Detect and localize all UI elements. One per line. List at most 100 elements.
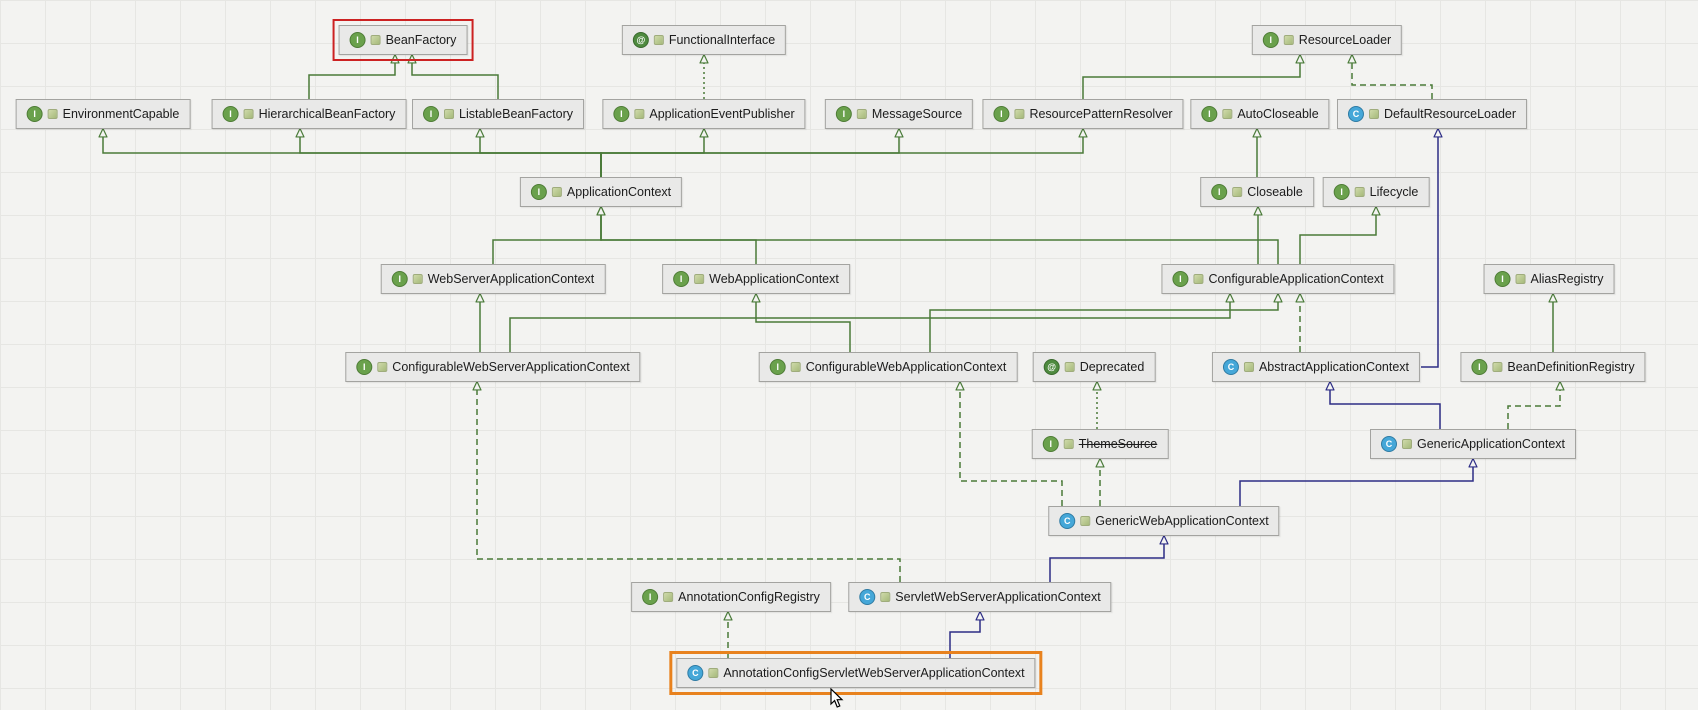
modifier-icon bbox=[370, 35, 381, 45]
edge-configurable-web-server-application-context--configurable-application-context bbox=[509, 294, 1230, 352]
modifier-icon bbox=[1064, 362, 1075, 372]
modifier-icon bbox=[444, 109, 455, 119]
annotation-icon: @ bbox=[632, 32, 649, 48]
class-icon: C bbox=[1222, 359, 1239, 375]
modifier-icon bbox=[1014, 109, 1025, 119]
interface-icon: I bbox=[423, 106, 440, 122]
modifier-icon bbox=[47, 109, 58, 119]
node-message-source[interactable]: I MessageSource bbox=[824, 99, 974, 129]
modifier-icon bbox=[856, 109, 867, 119]
node-bean-factory[interactable]: I BeanFactory bbox=[332, 19, 474, 61]
node-configurable-web-server-application-context[interactable]: I ConfigurableWebServerApplicationContext bbox=[345, 352, 641, 382]
interface-icon: I bbox=[642, 589, 659, 605]
modifier-icon bbox=[1243, 362, 1254, 372]
edge-configurable-web-application-context--web-application-context bbox=[756, 294, 851, 352]
node-closeable[interactable]: I Closeable bbox=[1200, 177, 1314, 207]
edge-configurable-application-context--lifecycle bbox=[1299, 207, 1376, 264]
modifier-icon bbox=[1080, 516, 1091, 526]
node-auto-closeable[interactable]: I AutoCloseable bbox=[1190, 99, 1330, 129]
edge-web-application-context--application-context bbox=[601, 207, 757, 264]
node-label: AnnotationConfigServletWebServerApplicat… bbox=[723, 666, 1025, 680]
interface-icon: I bbox=[222, 106, 239, 122]
interface-icon: I bbox=[1471, 359, 1488, 375]
node-deprecated[interactable]: @Deprecated bbox=[1032, 352, 1156, 382]
modifier-icon bbox=[1063, 439, 1074, 449]
modifier-icon bbox=[1193, 274, 1204, 284]
node-theme-source[interactable]: I ThemeSource bbox=[1031, 429, 1169, 459]
class-icon: C bbox=[859, 589, 876, 605]
modifier-icon bbox=[694, 274, 705, 284]
modifier-icon bbox=[1232, 187, 1243, 197]
interface-icon: I bbox=[1211, 184, 1228, 200]
modifier-icon bbox=[880, 592, 891, 602]
modifier-icon bbox=[1354, 187, 1365, 197]
node-label: Closeable bbox=[1247, 185, 1303, 199]
interface-icon: I bbox=[1201, 106, 1218, 122]
node-alias-registry[interactable]: I AliasRegistry bbox=[1483, 264, 1615, 294]
modifier-icon bbox=[1368, 109, 1379, 119]
modifier-icon bbox=[412, 274, 423, 284]
class-icon: C bbox=[1381, 436, 1397, 452]
node-label: EnvironmentCapable bbox=[62, 107, 180, 121]
node-label: ConfigurableApplicationContext bbox=[1208, 272, 1384, 286]
node-application-context[interactable]: I ApplicationContext bbox=[519, 177, 683, 207]
node-label: ThemeSource bbox=[1078, 437, 1158, 451]
node-environment-capable[interactable]: I EnvironmentCapable bbox=[15, 99, 191, 129]
node-label: MessageSource bbox=[871, 107, 963, 121]
modifier-icon bbox=[663, 592, 674, 602]
interface-icon: I bbox=[835, 106, 852, 122]
modifier-icon bbox=[377, 362, 388, 372]
node-bean-definition-registry[interactable]: I BeanDefinitionRegistry bbox=[1460, 352, 1646, 382]
class-icon: C bbox=[1347, 106, 1364, 122]
interface-icon: I bbox=[1494, 271, 1511, 287]
node-label: ConfigurableWebApplicationContext bbox=[805, 360, 1007, 374]
interface-icon: I bbox=[26, 106, 43, 122]
edge-generic-application-context--bean-definition-registry bbox=[1507, 382, 1560, 429]
edge-listable-bean-factory--bean-factory bbox=[412, 55, 499, 99]
node-label: BeanDefinitionRegistry bbox=[1507, 360, 1635, 374]
node-label: Deprecated bbox=[1079, 360, 1145, 374]
edge-generic-application-context--abstract-application-context bbox=[1330, 382, 1441, 429]
edge-application-context--listable-bean-factory bbox=[480, 129, 602, 177]
node-label: AutoCloseable bbox=[1237, 107, 1319, 121]
edge-application-context--resource-pattern-resolver bbox=[600, 129, 1083, 177]
modifier-icon bbox=[243, 109, 254, 119]
interface-icon: I bbox=[349, 32, 366, 48]
node-label: ConfigurableWebServerApplicationContext bbox=[392, 360, 630, 374]
class-icon: C bbox=[1059, 513, 1076, 529]
edge-generic-web-application-context--configurable-web-application-context bbox=[960, 382, 1063, 506]
interface-icon: I bbox=[1042, 436, 1059, 452]
interface-icon: I bbox=[356, 359, 373, 375]
mouse-cursor bbox=[830, 688, 844, 708]
node-label: BeanFactory bbox=[385, 33, 457, 47]
interface-icon: I bbox=[530, 184, 547, 200]
node-functional-interface[interactable]: @FunctionalInterface bbox=[621, 25, 787, 55]
modifier-icon bbox=[551, 187, 562, 197]
node-label: ApplicationContext bbox=[566, 185, 672, 199]
edge-resource-pattern-resolver--resource-loader bbox=[1082, 55, 1300, 99]
modifier-icon bbox=[634, 109, 645, 119]
edge-configurable-web-application-context--configurable-application-context bbox=[929, 294, 1278, 352]
node-label: AliasRegistry bbox=[1530, 272, 1604, 286]
edge-servlet-web-server-application-context--generic-web-application-context bbox=[1049, 536, 1164, 582]
modifier-icon bbox=[1402, 439, 1412, 449]
edge-web-server-application-context--application-context bbox=[492, 207, 601, 264]
